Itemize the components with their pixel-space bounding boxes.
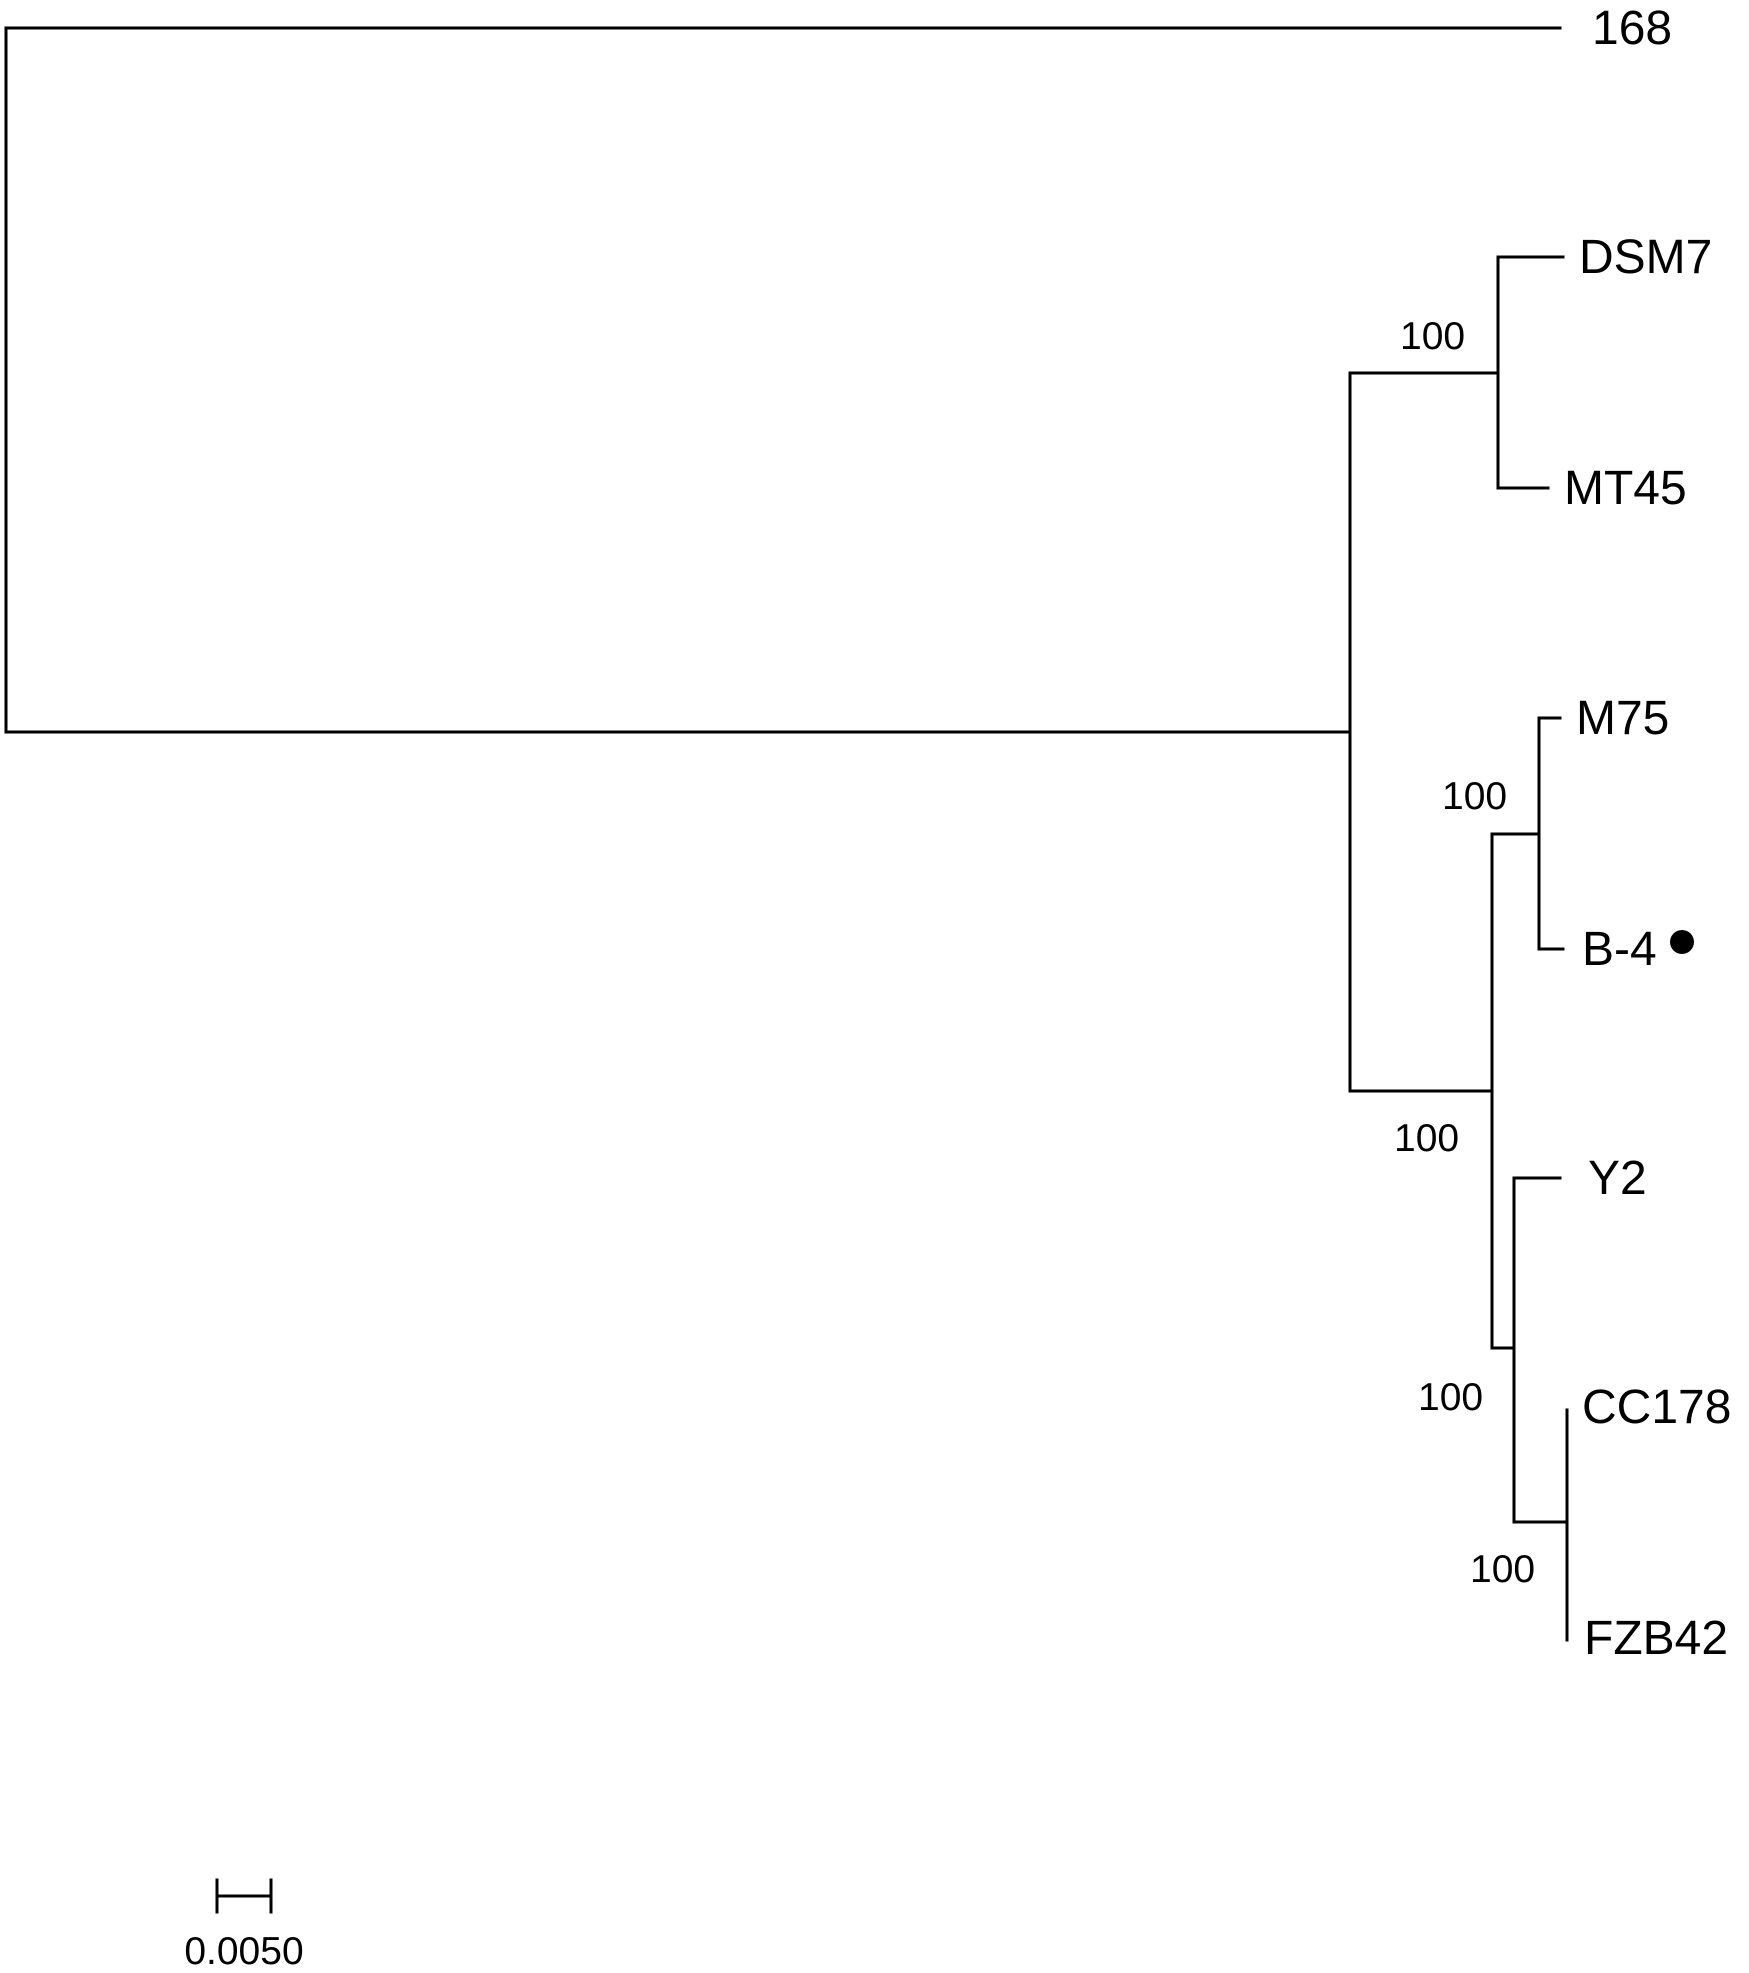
- leaf-label-y2: Y2: [1588, 1152, 1647, 1205]
- leaf-label-m75: M75: [1576, 692, 1669, 745]
- support-dsm7-mt45: 100: [1400, 315, 1465, 358]
- leaf-labels: 168 DSM7 MT45 M75 B-4 Y2 CC178 FZB42: [1564, 2, 1731, 1665]
- leaf-label-168: 168: [1592, 2, 1672, 55]
- b4-marker-dot: [1670, 930, 1694, 954]
- leaf-label-b4: B-4: [1582, 923, 1657, 976]
- tree-branches: [4, 26, 1569, 1642]
- leaf-label-cc178: CC178: [1582, 1381, 1731, 1434]
- support-m75-b4: 100: [1442, 775, 1507, 818]
- leaf-label-dsm7: DSM7: [1579, 231, 1712, 284]
- leaf-label-mt45: MT45: [1564, 462, 1687, 515]
- support-cc178-fzb42: 100: [1470, 1548, 1535, 1591]
- scale-bar: 0.0050: [184, 1878, 304, 1973]
- scale-bar-label: 0.0050: [184, 1930, 303, 1973]
- support-m75-clade: 100: [1394, 1117, 1459, 1160]
- support-y2-clade: 100: [1418, 1376, 1483, 1419]
- leaf-label-fzb42: FZB42: [1584, 1612, 1728, 1665]
- support-values: 100 100 100 100 100: [1394, 315, 1535, 1591]
